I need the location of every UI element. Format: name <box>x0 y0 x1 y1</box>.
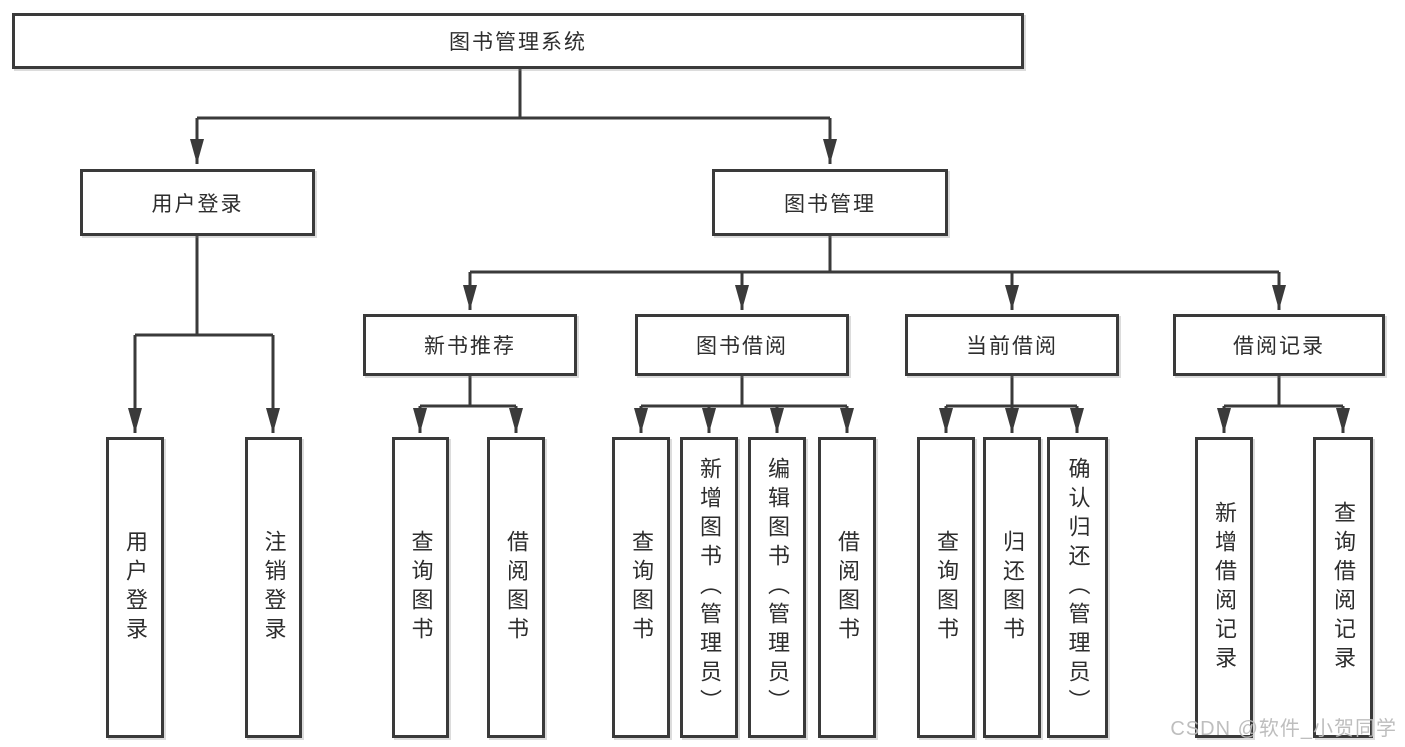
leaf-bb-edit-books-admin: 编辑图书（管理员） <box>748 437 806 738</box>
leaf-rec-borrow-books: 借阅图书 <box>487 437 545 738</box>
leaf-bb-edit-books-admin-label: 编辑图书（管理员） <box>765 457 790 718</box>
leaf-rec-query-books: 查询图书 <box>392 437 449 738</box>
leaf-cb-query-books-label: 查询图书 <box>934 529 959 646</box>
leaf-cb-confirm-return-admin: 确认归还（管理员） <box>1047 437 1108 738</box>
leaf-cb-query-books: 查询图书 <box>917 437 975 738</box>
leaf-bb-query-books: 查询图书 <box>612 437 670 738</box>
leaf-bb-query-books-label: 查询图书 <box>629 529 654 646</box>
leaf-bb-add-books-admin-label: 新增图书（管理员） <box>697 457 722 718</box>
leaf-cb-confirm-return-admin-label: 确认归还（管理员） <box>1065 457 1091 718</box>
leaf-user-login: 用户登录 <box>106 437 164 738</box>
user-login-node: 用户登录 <box>80 169 315 236</box>
new-book-recommend-node: 新书推荐 <box>363 314 577 376</box>
book-management-node: 图书管理 <box>712 169 948 236</box>
leaf-rec-query-books-label: 查询图书 <box>408 529 434 646</box>
root-node-library-management-system: 图书管理系统 <box>12 13 1024 69</box>
leaf-user-login-label: 用户登录 <box>123 529 148 646</box>
leaf-cb-return-books: 归还图书 <box>983 437 1041 738</box>
leaf-br-query-record-label: 查询借阅记录 <box>1331 500 1356 675</box>
leaf-cb-return-books-label: 归还图书 <box>1000 529 1025 646</box>
leaf-bb-borrow-books: 借阅图书 <box>818 437 876 738</box>
leaf-logout-label: 注销登录 <box>261 529 287 646</box>
leaf-rec-borrow-books-label: 借阅图书 <box>504 529 529 646</box>
leaf-br-add-record-label: 新增借阅记录 <box>1212 500 1237 675</box>
leaf-bb-add-books-admin: 新增图书（管理员） <box>680 437 738 738</box>
leaf-br-add-record: 新增借阅记录 <box>1195 437 1253 738</box>
book-borrowing-node: 图书借阅 <box>635 314 849 376</box>
csdn-watermark: CSDN @软件_小贺同学 <box>1170 718 1397 740</box>
leaf-br-query-record: 查询借阅记录 <box>1313 437 1373 738</box>
leaf-logout: 注销登录 <box>245 437 302 738</box>
leaf-bb-borrow-books-label: 借阅图书 <box>835 529 860 646</box>
current-borrowing-node: 当前借阅 <box>905 314 1119 376</box>
borrow-records-node: 借阅记录 <box>1173 314 1385 376</box>
